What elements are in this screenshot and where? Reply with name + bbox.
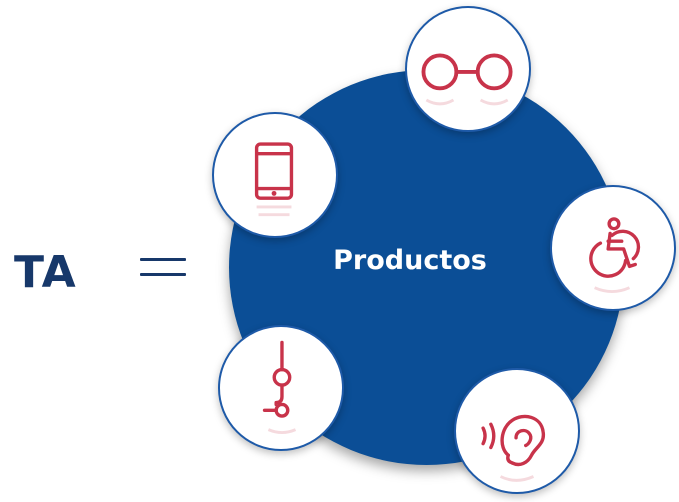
smartphone-icon <box>254 142 294 217</box>
smartphone-bubble <box>212 112 338 238</box>
cane-bubble <box>218 325 344 451</box>
wheelchair-bubble <box>550 185 676 311</box>
glasses-bubble <box>405 6 531 132</box>
ta-label: TA <box>14 247 77 298</box>
products-label: Productos <box>333 245 487 276</box>
cane-icon <box>262 340 297 434</box>
hearing-aid-bubble <box>454 368 580 494</box>
glasses-icon <box>421 53 513 106</box>
equals-sign <box>140 258 186 278</box>
wheelchair-icon <box>589 217 641 294</box>
hearing-aid-icon <box>481 414 546 482</box>
